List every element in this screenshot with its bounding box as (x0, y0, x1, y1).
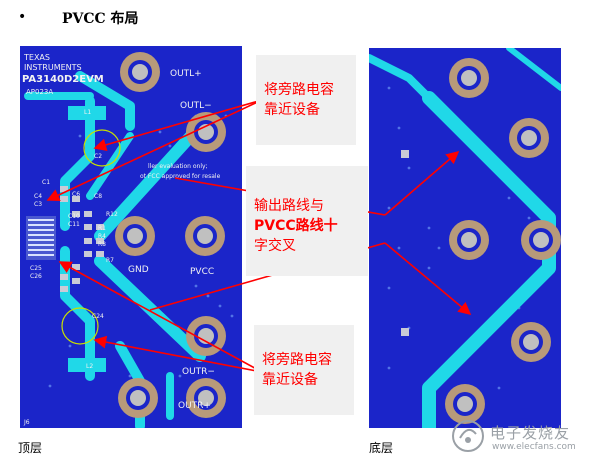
note-bottom-bypass-line-2: 靠近设备 (262, 372, 318, 388)
bullet-marker: • (18, 9, 27, 25)
silk-comp-c3: C3 (34, 201, 42, 208)
watermark-text: 电子发烧友 (490, 424, 571, 442)
caption-top-layer: 顶层 (18, 441, 43, 455)
silk-comp-r4: R4 (98, 233, 106, 240)
silk-outr-plus: OUTR+ (178, 401, 211, 411)
pcb-bottom-layer-image (369, 48, 561, 428)
pcb-top-layer-image: TEXAS INSTRUMENTS PA3140D2EVM AP023A OUT… (20, 46, 242, 428)
silk-comp-r12: R12 (106, 211, 118, 218)
watermark: 电子发烧友 www.elecfans.com (448, 416, 583, 456)
note-trace-crossing: 输出路线与 PVCC路线十 字交叉 (246, 166, 368, 276)
silk-comp-c6: C6 (72, 191, 80, 198)
silk-comp-c24: C24 (92, 313, 104, 320)
note-crossing-line-2: PVCC路线十 (254, 218, 338, 234)
silk-comp-c26: C26 (30, 273, 42, 280)
note-top-bypass-line-2: 靠近设备 (264, 102, 320, 118)
silk-gnd: GND (128, 265, 149, 275)
silk-eval-note-2: ot FCC approved for resale (140, 173, 221, 180)
silk-outl-minus: OUTL− (180, 101, 212, 111)
watermark-url: www.elecfans.com (492, 442, 576, 452)
silk-comp-c10: C10 (68, 213, 80, 220)
silk-pvcc: PVCC (190, 267, 214, 277)
watermark-logo-icon (452, 420, 484, 452)
note-bottom-bypass-line-1: 将旁路电容 (262, 352, 332, 368)
silk-brand-2: INSTRUMENTS (24, 63, 82, 72)
silk-comp-r8: R8 (98, 241, 106, 248)
silk-comp-c8: C8 (94, 193, 102, 200)
silk-brand-1: TEXAS (23, 53, 50, 62)
silk-comp-c1: C1 (42, 179, 50, 186)
note-bottom-bypass-capacitor: 将旁路电容 靠近设备 (254, 325, 354, 415)
note-top-bypass-line-1: 将旁路电容 (264, 82, 334, 98)
silk-comp-l2: L2 (86, 363, 93, 370)
silk-comp-r7: R7 (106, 257, 114, 264)
caption-bottom-layer: 底层 (369, 441, 394, 455)
silk-comp-l1: L1 (84, 109, 91, 116)
silk-comp-c2: C2 (94, 153, 102, 160)
page-heading: PVCC 布局 (62, 11, 139, 27)
note-top-bypass-capacitor: 将旁路电容 靠近设备 (256, 55, 356, 145)
note-crossing-line-3: 字交叉 (254, 238, 296, 254)
silk-comp-c11: C11 (68, 221, 80, 228)
silk-comp-c4: C4 (34, 193, 42, 200)
silk-outr-minus: OUTR− (182, 367, 215, 377)
silk-comp-c25: C25 (30, 265, 42, 272)
silk-comp-r1: R1 (98, 225, 106, 232)
note-crossing-line-1: 输出路线与 (254, 198, 324, 214)
silk-outl-plus: OUTL+ (170, 69, 202, 79)
silk-eval-note-1: ller evaluation only; (148, 163, 208, 170)
silk-comp-j6: J6 (23, 419, 30, 426)
silk-model: PA3140D2EVM (22, 74, 104, 85)
silk-rev: AP023A (26, 88, 53, 96)
